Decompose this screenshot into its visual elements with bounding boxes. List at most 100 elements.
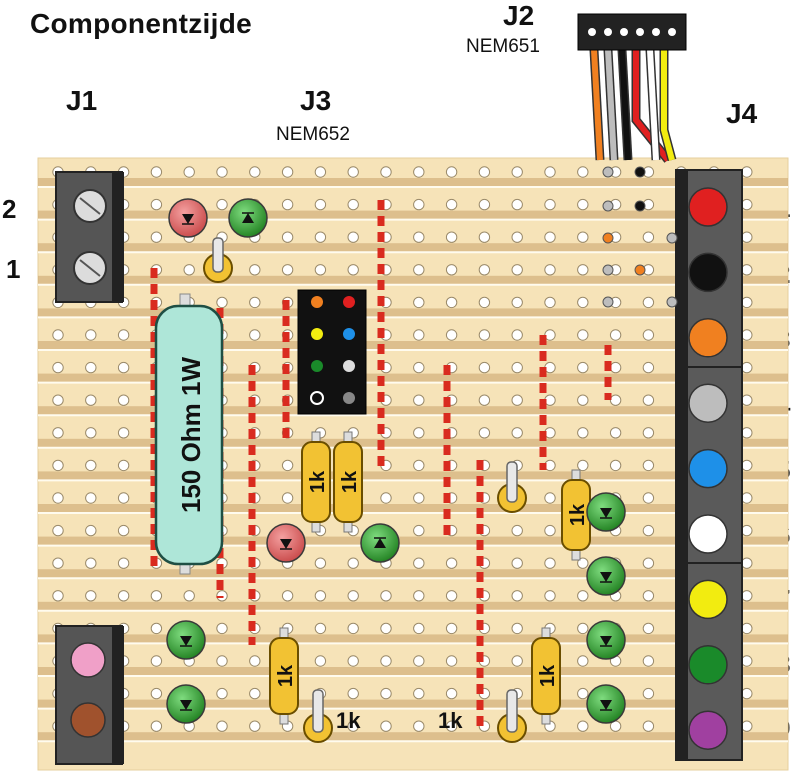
copper-strip [38,210,788,220]
board-hole [577,264,589,276]
copper-strip [38,667,788,676]
j4-pin-icon [688,252,728,293]
board-hole [85,590,97,602]
board-hole [216,198,228,211]
wire-landing-dot [602,232,614,244]
j2-pin-icon [620,28,628,36]
board-hole [544,166,556,178]
board-hole [577,459,589,472]
board-hole [511,655,523,667]
board-hole [544,198,556,211]
diode-symbol-icon [242,213,254,223]
board-hole [642,459,655,472]
board-hole [314,590,327,602]
j2-pin-icon [636,28,644,36]
diode-symbol-icon [600,508,612,518]
board-hole [150,198,163,211]
j1-label: J1 [66,85,98,116]
board-hole [314,557,327,569]
board-hole [85,361,97,374]
board-hole [52,427,64,439]
board-hole [52,459,64,472]
board-hole [642,492,655,504]
power-resistor [154,304,224,566]
j3-connector [297,289,367,415]
board-hole [380,590,392,602]
board-hole [85,427,97,439]
board-hole [741,198,753,211]
board-hole [249,329,261,341]
copper-strip [38,275,788,285]
board-hole [642,590,655,602]
board-hole [117,459,130,472]
board-hole [577,329,589,341]
board-hole [281,198,294,211]
board-hole [216,655,228,667]
j4-edge [676,170,688,760]
j1-pin-label: 2 [2,194,17,224]
board-hole [249,264,261,276]
j4-pin-icon [688,579,728,620]
loose-1k-label: 1k [438,708,463,733]
board-hole [642,622,655,635]
board-hole [642,524,655,537]
resistor-1k-label: 1k [567,503,589,526]
board-hole [347,687,359,700]
board-hole [445,329,458,341]
board-hole [609,394,622,406]
board-hole [609,459,622,472]
board-hole [445,622,458,635]
board-hole [150,687,163,700]
board-hole [577,622,589,635]
board-hole [544,524,556,537]
j3-pin-icon [343,360,355,372]
board-hole [511,361,523,374]
board-hole [413,524,425,537]
wire-landing-dot [634,166,646,178]
wire-landing-dot [634,200,646,212]
board-hole [413,655,425,667]
board-hole [511,166,523,178]
j4-pin-icon [688,645,728,685]
board-hole [249,166,261,178]
board-hole [445,687,458,700]
board-hole [445,590,458,602]
j2-pin-icon [668,28,676,36]
board-hole [85,394,97,406]
board-hole [445,296,458,309]
board-hole [347,231,359,243]
board-hole [85,329,97,341]
board-hole [445,198,458,211]
copper-strip [38,569,788,579]
board-hole [183,590,195,602]
board-hole [413,590,425,602]
board-hole [511,296,523,309]
board-hole [85,459,97,472]
post-pin [212,237,224,273]
board-hole [577,590,589,602]
board-hole [117,492,130,504]
board-hole [741,394,753,406]
j4-pin-icon [688,187,728,227]
board-hole [117,394,130,406]
screw-slot [79,197,101,215]
board-hole [511,427,523,439]
board-hole [577,655,589,667]
brown-wire-icon [70,702,106,738]
wire-landing-dot [602,200,614,212]
wire-landing-dot [602,166,614,178]
board-hole [577,557,589,569]
board-hole [85,557,97,569]
j3-pin-icon [310,391,324,405]
board-hole [117,557,130,569]
board-hole [642,687,655,700]
board-hole [445,720,458,732]
board-hole [478,329,491,341]
board-hole [511,198,523,211]
j1-terminal-edge [112,172,124,302]
board-hole [511,590,523,602]
board-hole [117,329,130,341]
j3-pin-icon [311,328,323,340]
board-hole [642,329,655,341]
board-hole [544,231,556,243]
